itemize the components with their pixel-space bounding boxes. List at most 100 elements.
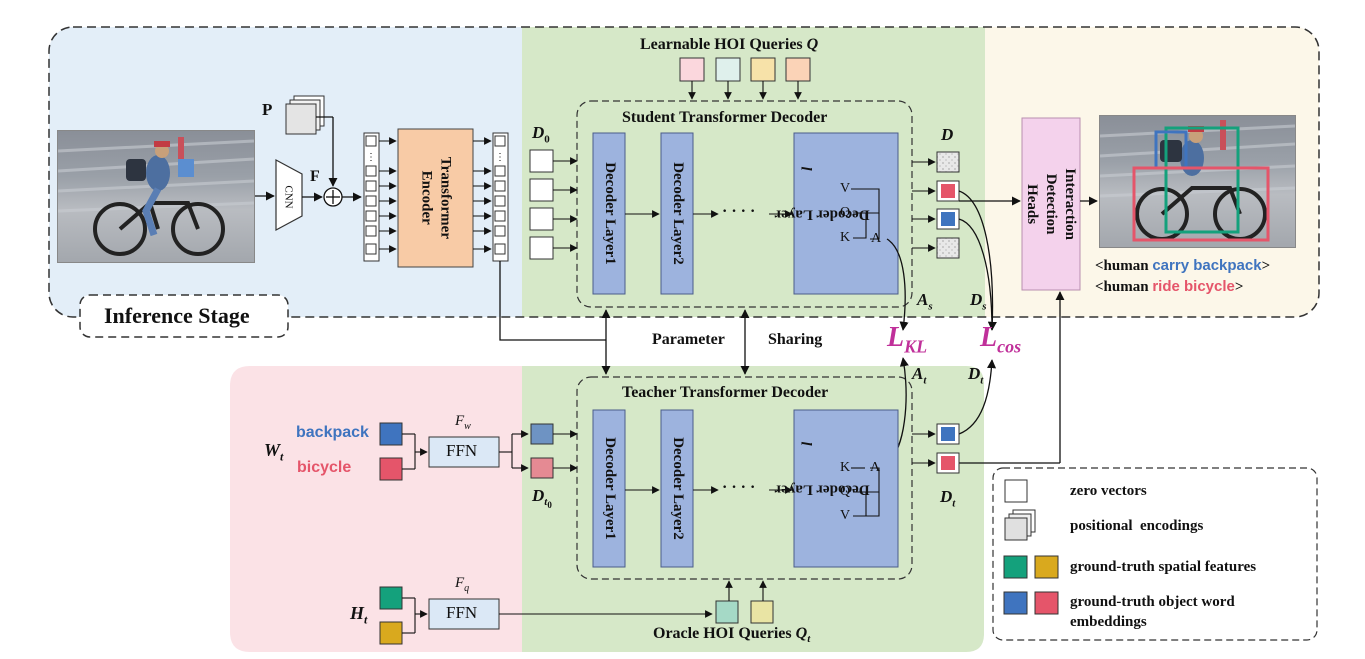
bbox-human bbox=[1164, 126, 1240, 234]
student-decoder-title: Student Transformer Decoder bbox=[622, 109, 828, 126]
teacher-k-label: K bbox=[840, 460, 851, 475]
ffn-spatial-box bbox=[428, 598, 500, 630]
legend-word-label-2: embeddings bbox=[1070, 614, 1147, 630]
bicycle-label: bicycle bbox=[297, 459, 352, 476]
legend-word-blue-icon bbox=[1003, 591, 1028, 615]
teacher-layer1-label: Decoder Layer1 bbox=[601, 437, 618, 540]
inference-stage-border bbox=[48, 26, 1320, 318]
legend-positional-icon bbox=[1004, 509, 1036, 541]
student-q-label: Q bbox=[840, 205, 851, 220]
student-a-label: A bbox=[871, 231, 882, 246]
add-operator-icon bbox=[323, 187, 343, 207]
cos-loss-label: Lcos bbox=[980, 322, 1022, 357]
input-image-content bbox=[58, 137, 254, 256]
parameter-label: Parameter bbox=[652, 331, 725, 348]
teacher-decoder-layer1 bbox=[592, 409, 626, 568]
legend-spatial-green-icon bbox=[1003, 555, 1028, 579]
inference-stage-label-box bbox=[79, 294, 289, 338]
dt-bottom-label: Dt bbox=[940, 487, 956, 510]
teacher-v-label: V bbox=[840, 508, 851, 523]
student-v-label: V bbox=[840, 181, 851, 196]
fw-label: Fw bbox=[455, 413, 471, 432]
svg-text:⋮: ⋮ bbox=[495, 152, 505, 163]
prediction-1: <human carry backpack> bbox=[1095, 257, 1271, 274]
output-image bbox=[1099, 115, 1296, 248]
as-label: As bbox=[917, 290, 933, 313]
at-label: At bbox=[912, 364, 927, 387]
legend-spatial-yellow-icon bbox=[1034, 555, 1059, 579]
teacher-layer-l-label: Decoder Layer l bbox=[774, 440, 871, 497]
memory-token-column: ⋮ bbox=[492, 132, 509, 262]
f-label: F bbox=[310, 168, 320, 185]
student-k-label: K bbox=[840, 230, 851, 245]
ffn-spatial-label: FFN bbox=[446, 603, 478, 622]
svg-text:⋮: ⋮ bbox=[366, 152, 376, 163]
legend-spatial-label: ground-truth spatial features bbox=[1070, 559, 1257, 575]
transformer-encoder-box bbox=[397, 128, 474, 268]
student-layer-l-label: Decoder Layer l bbox=[774, 165, 871, 222]
teacher-decoder-layer2 bbox=[660, 409, 694, 568]
zero-vector-inputs bbox=[529, 149, 554, 260]
heads-label: Interaction Detection Heads bbox=[1024, 168, 1079, 240]
positional-encoding-stack-icon bbox=[285, 95, 325, 135]
output-image-content bbox=[1100, 120, 1295, 242]
p-label: P bbox=[262, 100, 273, 119]
dt0-red-token bbox=[530, 457, 554, 479]
legend-positional-label: positional encodings bbox=[1070, 518, 1204, 534]
cnn-label: CNN bbox=[282, 185, 295, 209]
interaction-detection-heads-box bbox=[1021, 117, 1081, 291]
wt-label: Wt bbox=[264, 440, 284, 464]
student-d-label: D bbox=[941, 125, 954, 144]
learnable-queries-group bbox=[679, 57, 811, 82]
legend-word-red-icon bbox=[1034, 591, 1059, 615]
cnn-trapezoid bbox=[275, 158, 303, 232]
fq-label: Fq bbox=[455, 575, 470, 594]
student-attention-bracket bbox=[851, 188, 880, 240]
backpack-label: backpack bbox=[296, 424, 369, 441]
teacher-q-label: Q bbox=[840, 484, 851, 499]
teacher-decoder-layer-l bbox=[793, 409, 899, 568]
legend-zero-vectors-label: zero vectors bbox=[1070, 483, 1147, 499]
legend-zero-vector-icon bbox=[1004, 479, 1028, 503]
bbox-bicycle bbox=[1132, 166, 1270, 242]
student-decoder-frame bbox=[576, 100, 913, 308]
spatial-yellow-swatch bbox=[379, 621, 403, 645]
dt-top-label: Dt bbox=[968, 364, 984, 387]
sharing-label: Sharing bbox=[768, 331, 823, 348]
legend-word-label-1: ground-truth object word bbox=[1070, 594, 1235, 610]
teacher-decoder-frame bbox=[576, 376, 913, 580]
prediction-2: <human ride bicycle> bbox=[1095, 278, 1244, 295]
student-layer2-label: Decoder Layer2 bbox=[669, 162, 686, 265]
ht-label: Ht bbox=[350, 603, 368, 627]
teacher-a-label: A bbox=[870, 460, 881, 475]
oracle-query-green bbox=[715, 600, 739, 624]
input-image bbox=[57, 130, 255, 263]
student-output-tokens bbox=[936, 151, 960, 259]
dt0-blue-token bbox=[530, 423, 554, 445]
student-decoder-layer-l bbox=[793, 132, 899, 295]
teacher-attention-bracket bbox=[851, 467, 880, 517]
ds-label: Ds bbox=[970, 290, 987, 313]
oracle-query-yellow bbox=[750, 600, 774, 624]
dt0-label: Dt0 bbox=[532, 486, 552, 511]
teacher-dots: · · · · bbox=[722, 479, 756, 496]
legend-box bbox=[992, 467, 1318, 641]
d0-label: D0 bbox=[532, 123, 550, 146]
learnable-queries-title: Learnable HOI Queries Q bbox=[640, 36, 819, 53]
spatial-green-swatch bbox=[379, 586, 403, 610]
student-decoder-layer1 bbox=[592, 132, 626, 295]
transformer-encoder-label: Transformer Encoder bbox=[418, 157, 454, 240]
word-backpack-swatch bbox=[379, 422, 403, 446]
inference-stage-label: Inference Stage bbox=[104, 303, 250, 328]
teacher-output-tokens bbox=[936, 423, 960, 474]
student-dots: · · · · bbox=[722, 203, 756, 220]
teacher-decoder-title: Teacher Transformer Decoder bbox=[622, 384, 829, 401]
student-layer1-label: Decoder Layer1 bbox=[601, 162, 618, 265]
image-token-column: ⋮ bbox=[363, 132, 380, 262]
ffn-word-label: FFN bbox=[446, 441, 478, 460]
oracle-queries-title: Oracle HOI Queries Qt bbox=[653, 625, 811, 646]
word-bicycle-swatch bbox=[379, 457, 403, 481]
teacher-layer2-label: Decoder Layer2 bbox=[669, 437, 686, 540]
kl-loss-label: LKL bbox=[887, 322, 928, 357]
